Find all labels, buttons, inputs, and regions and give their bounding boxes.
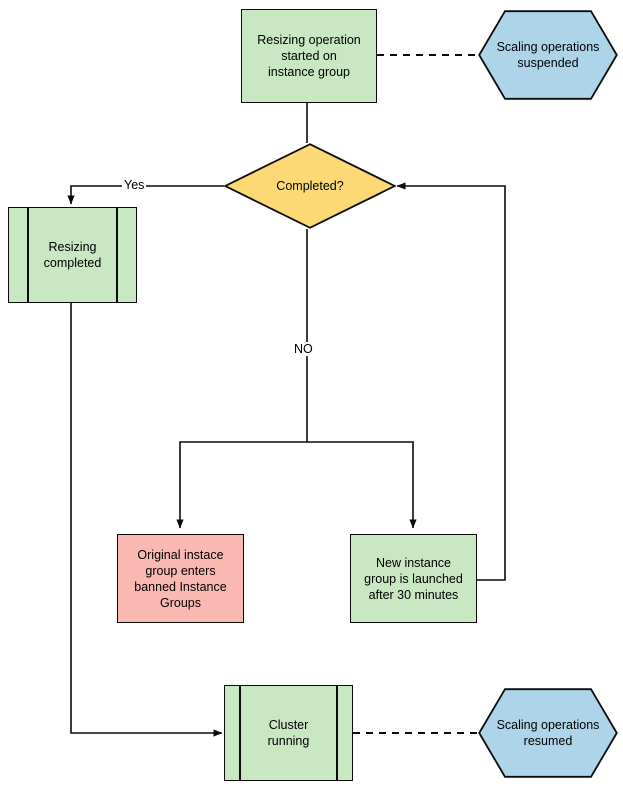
edge-label-no: NO — [292, 342, 315, 356]
hexagon-shape-suspended — [478, 10, 618, 100]
edge-resizing-completed-to-cluster — [70, 303, 223, 737]
edge-new-group-feedback-to-decision — [396, 182, 506, 581]
node-new-group-launched-label: New instance group is launched after 30 … — [364, 555, 463, 602]
node-scaling-suspended[interactable]: Scaling operations suspended — [478, 10, 618, 100]
node-resizing-started-label: Resizing operation started on instance g… — [257, 33, 361, 79]
node-cluster-running[interactable]: Cluster running — [224, 685, 353, 781]
hexagon-shape-resumed — [478, 688, 618, 778]
predef-bar-right — [336, 686, 338, 780]
edge-label-yes: Yes — [122, 178, 147, 192]
predef-bar-left — [27, 208, 29, 302]
node-scaling-resumed-label: Scaling operations resumed — [496, 718, 600, 748]
node-scaling-suspended-label: Scaling operations suspended — [496, 40, 600, 70]
diamond-shape-completed — [223, 143, 397, 229]
edge-decision-to-resizing-completed — [67, 185, 224, 205]
node-scaling-resumed[interactable]: Scaling operations resumed — [478, 688, 618, 778]
edge-no-to-new-group — [307, 441, 417, 529]
node-original-banned-label: Original instace group enters banned Ins… — [134, 547, 227, 610]
node-resizing-completed[interactable]: Resizing completed — [8, 207, 137, 303]
node-original-banned[interactable]: Original instace group enters banned Ins… — [117, 534, 244, 623]
node-resizing-completed-label: Resizing completed — [43, 240, 102, 270]
node-completed-decision-label: Completed? — [276, 179, 344, 193]
edge-no-to-original-banned — [176, 441, 307, 529]
predef-bar-left — [239, 686, 241, 780]
node-completed-decision[interactable]: Completed? — [223, 143, 397, 229]
node-new-group-launched[interactable]: New instance group is launched after 30 … — [350, 534, 477, 623]
node-resizing-started[interactable]: Resizing operation started on instance g… — [241, 9, 377, 103]
node-cluster-running-label: Cluster running — [267, 718, 310, 748]
predef-bar-right — [116, 208, 118, 302]
